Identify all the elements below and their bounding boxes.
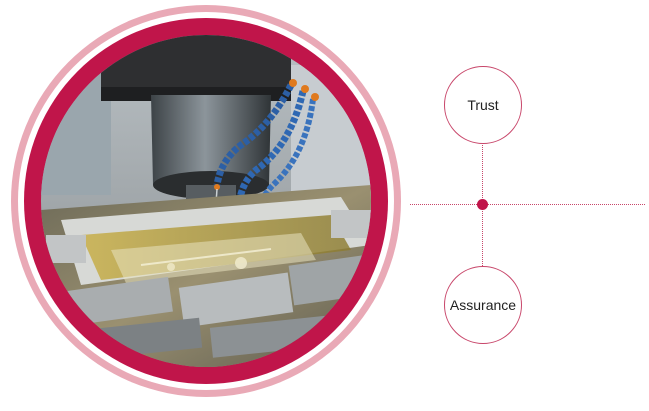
node-trust-label: Trust [467,97,499,113]
node-trust: Trust [444,66,522,144]
node-assurance: Assurance [444,266,522,344]
connector-hub-dot [477,199,488,210]
cnc-machine-photo [41,35,371,367]
horizontal-dotted-connector [410,204,645,205]
node-assurance-label: Assurance [449,297,517,313]
